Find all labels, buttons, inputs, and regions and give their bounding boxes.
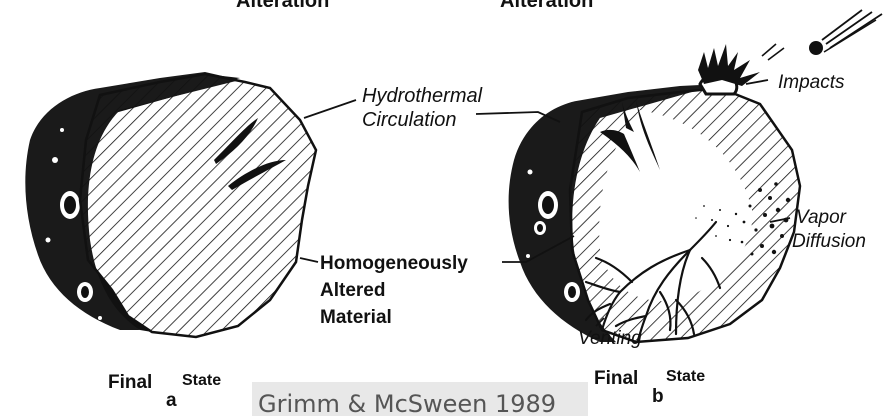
label-homogeneous-line2: Altered	[320, 277, 468, 304]
state-b-suffix: State	[666, 368, 705, 386]
label-hydrothermal: Hydrothermal Circulation	[362, 84, 482, 132]
label-vapor-diffusion: Vapor Diffusion	[796, 206, 866, 254]
body-a-interior	[80, 74, 316, 337]
meteor-icon	[762, 10, 882, 60]
figure-caption: Grimm & McSween 1989	[258, 390, 556, 418]
label-hydrothermal-line2: Circulation	[362, 108, 482, 132]
homogeneous-leader-a	[300, 258, 318, 262]
label-hydrothermal-line1: Hydrothermal	[362, 84, 482, 108]
body-a	[25, 72, 316, 337]
impact-ejecta	[698, 44, 760, 86]
state-b-prefix: Final	[594, 368, 638, 390]
body-b	[509, 44, 800, 342]
label-vapor-line2: Diffusion	[792, 230, 866, 254]
state-a-letter: a	[166, 390, 177, 412]
label-homogeneous-line1: Homogeneously	[320, 250, 468, 277]
label-vapor-line1: Vapor	[796, 206, 866, 230]
label-homogeneous: Homogeneously Altered Material	[320, 250, 468, 331]
state-a-prefix: Final	[108, 372, 152, 394]
state-b-letter: b	[652, 386, 664, 408]
label-impacts: Impacts	[778, 72, 845, 94]
state-a-suffix: State	[182, 372, 221, 390]
impacts-leader	[746, 80, 768, 84]
hydrothermal-leader-a	[304, 100, 356, 118]
label-venting: Venting	[578, 328, 642, 350]
label-homogeneous-line3: Material	[320, 304, 468, 331]
